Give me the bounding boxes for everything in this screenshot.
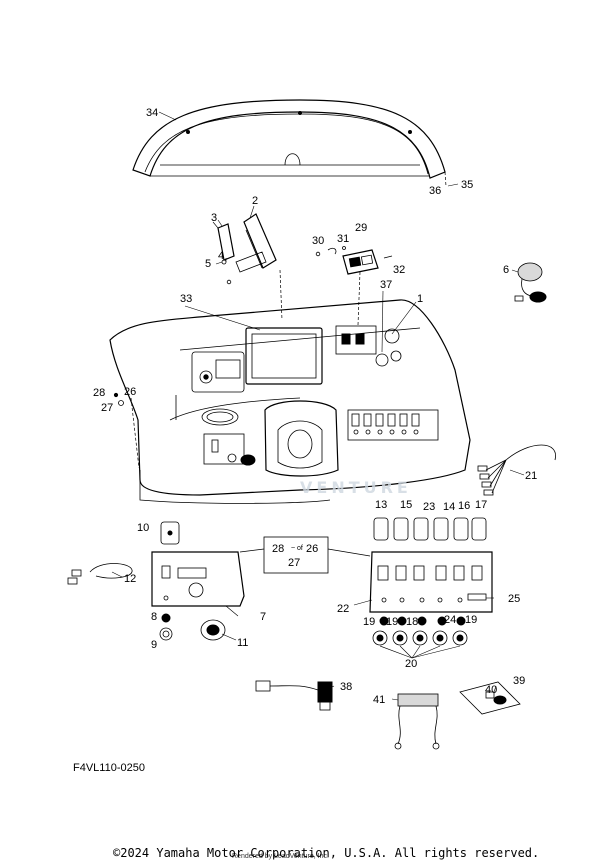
callout-label: 12 xyxy=(124,573,136,585)
callout-label: 41 xyxy=(373,694,385,706)
callout-label: 9 xyxy=(151,639,157,651)
key-switch-39-40 xyxy=(459,681,521,715)
reference-box-a: 28 xyxy=(272,543,284,555)
callout-label: 19 xyxy=(386,616,398,628)
callout-label: 21 xyxy=(525,470,537,482)
wiring-harness xyxy=(477,444,556,496)
callout-label: 40 xyxy=(485,684,497,696)
callout-label: 6 xyxy=(503,264,509,276)
copyright-notice: ©2024 Yamaha Motor Corporation, U.S.A. A… xyxy=(113,846,540,860)
callout-label: 19 xyxy=(465,614,477,626)
callout-label: 38 xyxy=(340,681,352,693)
callout-label: 30 xyxy=(312,235,324,247)
switch-panel-assembly xyxy=(315,246,393,326)
callout-label: 25 xyxy=(508,593,520,605)
callout-label: 22 xyxy=(337,603,349,615)
callout-label: 20 xyxy=(405,658,417,670)
callout-label: 32 xyxy=(393,264,405,276)
callout-label: 27 xyxy=(101,402,113,414)
callout-label: 23 xyxy=(423,501,435,513)
callout-label: 10 xyxy=(137,522,149,534)
callout-label: 1 xyxy=(417,293,423,305)
left-switch-panel xyxy=(151,521,245,641)
watermark: VENTURE xyxy=(300,478,412,497)
antenna xyxy=(514,262,547,303)
lanyard-41 xyxy=(394,693,440,750)
callout-label: 34 xyxy=(146,107,158,119)
reference-box-c: 27 xyxy=(288,557,300,569)
upper-dash-cover xyxy=(132,99,447,187)
callout-label: 5 xyxy=(205,258,211,270)
reference-box: 28 ~ of 26 27 xyxy=(239,536,371,574)
callout-label: 28 xyxy=(93,387,105,399)
cable-12 xyxy=(67,563,133,585)
renderer-credit: Rendered by LeadVenture, Inc. xyxy=(232,853,329,860)
callout-label: 2 xyxy=(252,195,258,207)
callout-label: 39 xyxy=(513,675,525,687)
callout-label: 3 xyxy=(211,212,217,224)
callout-label: 24 xyxy=(444,614,456,626)
callout-label: 7 xyxy=(260,611,266,623)
reference-box-b: 26 xyxy=(306,543,318,555)
callout-label: 26 xyxy=(124,386,136,398)
callout-label: 36 xyxy=(429,185,441,197)
callout-label: 16 xyxy=(458,500,470,512)
svg-text:~ of: ~ of xyxy=(291,545,303,552)
callout-label: 11 xyxy=(237,637,248,649)
connector-38 xyxy=(255,680,333,711)
display-bracket-assembly xyxy=(212,213,283,321)
callout-label: 8 xyxy=(151,611,157,623)
callout-label: 37 xyxy=(380,279,392,291)
leader-lines xyxy=(111,111,525,701)
callout-label: 17 xyxy=(475,499,487,511)
callout-label: 14 xyxy=(443,501,455,513)
callout-label: 18 xyxy=(406,616,418,628)
callout-label: 13 xyxy=(375,499,387,511)
callout-label: 19 xyxy=(363,616,375,628)
callout-label: 4 xyxy=(218,250,224,262)
callout-label: 35 xyxy=(461,179,473,191)
callout-label: 29 xyxy=(355,222,367,234)
right-switch-panel xyxy=(369,517,493,659)
callout-label: 15 xyxy=(400,499,412,511)
dashboard-main xyxy=(109,299,471,504)
callout-label: 31 xyxy=(337,233,349,245)
callout-label: 33 xyxy=(180,293,192,305)
callout-labels: 34 35 36 2 3 4 5 29 30 31 32 6 33 37 1 2… xyxy=(93,107,537,706)
diagram-code: F4VL110-0250 xyxy=(73,762,145,774)
